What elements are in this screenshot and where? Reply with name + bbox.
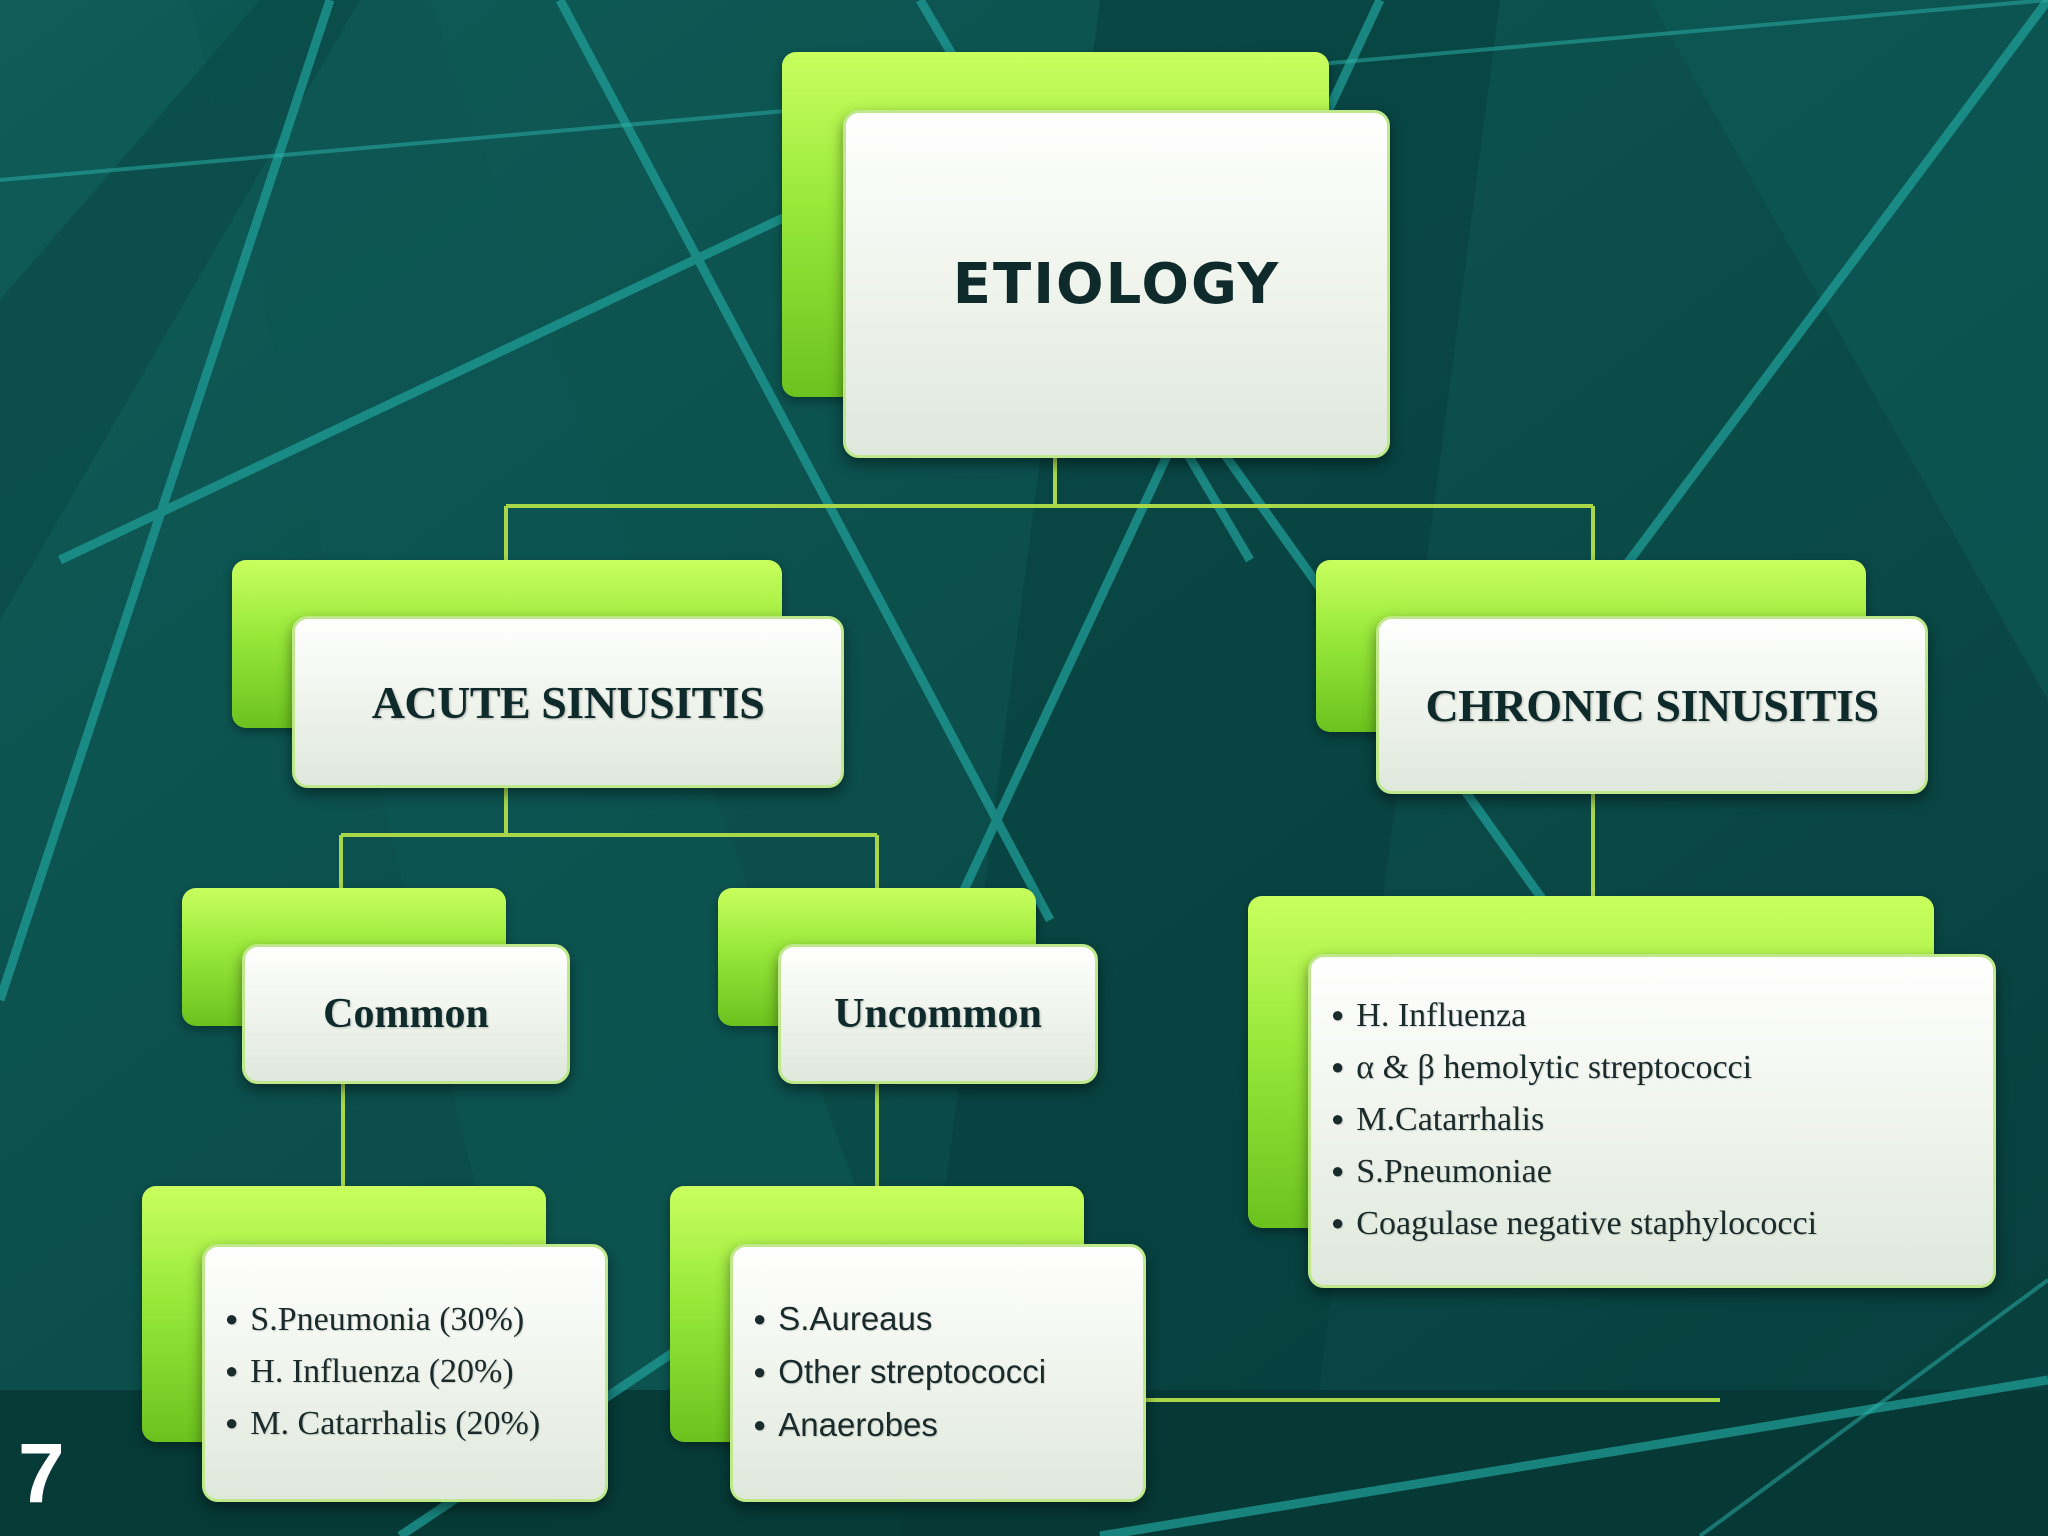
list-item: Other streptococci [753, 1347, 1143, 1400]
list-item: H. Influenza (20%) [225, 1347, 605, 1399]
common-organisms-list: S.Pneumonia (30%) H. Influenza (20%) M. … [225, 1295, 605, 1451]
list-item: Coagulase negative staphylococci [1331, 1199, 1993, 1251]
uncommon-organisms-list: S.Aureaus Other streptococci Anaerobes [753, 1294, 1143, 1453]
acute-sinusitis-label: ACUTE SINUSITIS [371, 676, 765, 728]
list-item: S.Aureaus [753, 1294, 1143, 1347]
common-label: Common [323, 991, 489, 1037]
list-item: M. Catarrhalis (20%) [225, 1399, 605, 1451]
list-item: S.Pneumonia (30%) [225, 1295, 605, 1347]
list-item: α & β hemolytic streptococci [1331, 1043, 1993, 1095]
uncommon-label: Uncommon [834, 991, 1042, 1037]
list-item: Anaerobes [753, 1400, 1143, 1453]
chronic-organisms-node: H. Influenza α & β hemolytic streptococc… [1248, 896, 1996, 1288]
slide-number: 7 [18, 1426, 65, 1520]
uncommon-organisms-node: S.Aureaus Other streptococci Anaerobes [670, 1186, 1146, 1502]
list-item: H. Influenza [1331, 991, 1993, 1043]
chronic-sinusitis-node: CHRONIC SINUSITIS [1316, 560, 1928, 794]
uncommon-node: Uncommon [718, 888, 1098, 1084]
common-organisms-node: S.Pneumonia (30%) H. Influenza (20%) M. … [142, 1186, 608, 1502]
acute-sinusitis-node: ACUTE SINUSITIS [232, 560, 844, 788]
etiology-node: ETIOLOGY [782, 52, 1390, 458]
etiology-title: ETIOLOGY [952, 251, 1281, 317]
list-item: S.Pneumoniae [1331, 1147, 1993, 1199]
chronic-organisms-list: H. Influenza α & β hemolytic streptococc… [1331, 991, 1993, 1251]
common-node: Common [182, 888, 570, 1084]
list-item: M.Catarrhalis [1331, 1095, 1993, 1147]
chronic-sinusitis-label: CHRONIC SINUSITIS [1425, 679, 1879, 731]
